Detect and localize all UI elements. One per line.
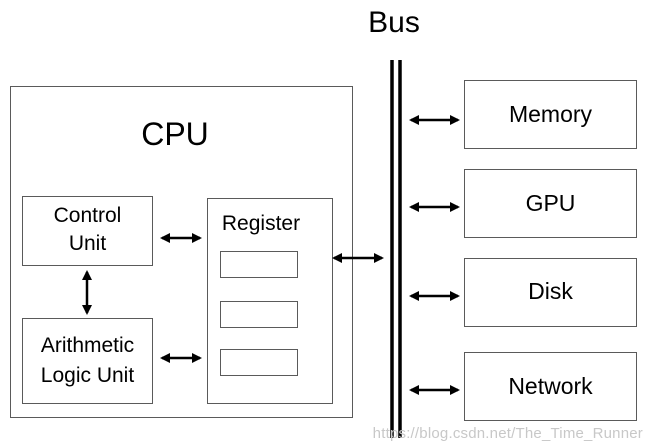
memory-box [464, 80, 637, 149]
gpu-box [464, 169, 637, 238]
alu-label-line1: Arithmetic [40, 334, 135, 357]
control-unit-label-line2: Unit [68, 232, 107, 255]
alu-label-line2: Logic Unit [40, 364, 135, 387]
register-slot-2 [220, 301, 298, 328]
register-slot-1 [220, 251, 298, 278]
memory-label: Memory [508, 101, 593, 127]
cpu-label: CPU [141, 116, 209, 152]
disk-label: Disk [528, 278, 573, 304]
bus-label: Bus [368, 6, 420, 39]
control-unit-label-line1: Control [53, 204, 122, 227]
register-slot-3 [220, 349, 298, 376]
alu-box [22, 318, 153, 404]
register-label: Register [221, 212, 301, 235]
watermark-text: https://blog.csdn.net/The_Time_Runner [372, 425, 643, 442]
disk-box [464, 258, 637, 327]
control-unit-box [22, 196, 153, 266]
gpu-label: GPU [525, 190, 576, 216]
network-box [464, 352, 637, 421]
network-label: Network [508, 373, 593, 399]
